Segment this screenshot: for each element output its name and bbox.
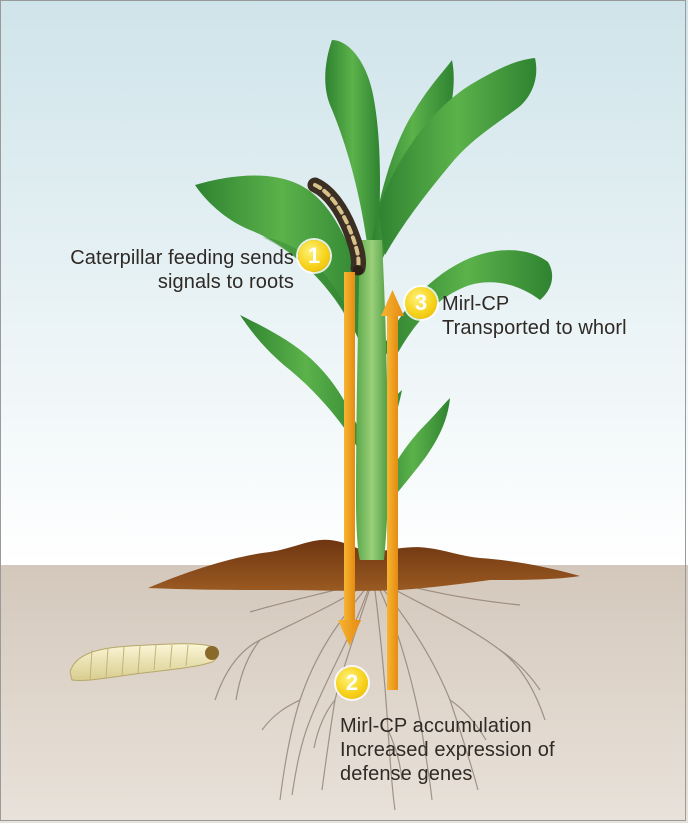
step-1-label: Caterpillar feeding sends signals to roo… — [70, 246, 294, 294]
step-2-badge: 2 — [336, 667, 368, 699]
step-3-line-2: Transported to whorl — [442, 316, 627, 340]
step-2-line-3: defense genes — [340, 762, 555, 786]
corn-stalk — [356, 240, 388, 560]
step-3-label: Mirl-CP Transported to whorl — [442, 292, 627, 340]
step-2-line-1: Mirl-CP accumulation — [340, 714, 555, 738]
step-1-line-1: Caterpillar feeding sends — [70, 246, 294, 270]
step-3-line-1: Mirl-CP — [442, 292, 627, 316]
step-2-label: Mirl-CP accumulation Increased expressio… — [340, 714, 555, 786]
step-2-line-2: Increased expression of — [340, 738, 555, 762]
step-1-line-2: signals to roots — [70, 270, 294, 294]
step-3-badge: 3 — [405, 287, 437, 319]
step-1-badge: 1 — [298, 240, 330, 272]
